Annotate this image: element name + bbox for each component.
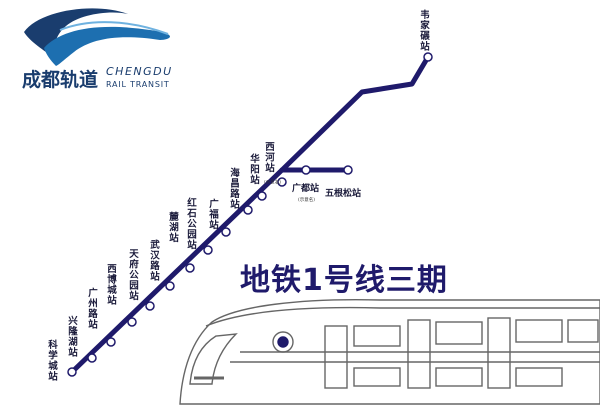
station-label[interactable]: 天府公园站 [129, 249, 139, 302]
station-label-guangdu[interactable]: 广都站 [292, 182, 319, 194]
logo-name-cn: 成都轨道 [22, 68, 98, 91]
station-dot[interactable] [67, 367, 77, 377]
line-1-route [69, 54, 431, 375]
station-dot[interactable] [257, 191, 267, 201]
station-label[interactable]: 西河站 [265, 142, 275, 174]
train-front-window [189, 333, 238, 385]
map-title: 地铁1号线三期 [240, 263, 448, 298]
branch-station-dot[interactable] [343, 165, 353, 175]
station-dot[interactable] [203, 245, 213, 255]
station-label[interactable]: 兴隆湖站 [68, 315, 78, 359]
train-door [487, 317, 511, 389]
train-window-low [515, 367, 563, 387]
station-dot[interactable] [423, 52, 433, 62]
train-door [324, 325, 348, 389]
station-dot[interactable] [87, 353, 97, 363]
train-window [435, 321, 483, 345]
station-note-guangdu: (示意名) [298, 196, 315, 203]
station-label[interactable]: 华阳站 [250, 153, 260, 186]
station-label[interactable]: 韦家碾站 [420, 9, 430, 53]
branch-station-dot[interactable] [301, 165, 311, 175]
train-window-low [353, 367, 401, 387]
station-label[interactable]: 麓湖站 [168, 211, 179, 244]
station-label[interactable]: 广福站 [208, 198, 219, 231]
train-body [179, 299, 600, 405]
station-label[interactable]: 广州路站 [87, 287, 98, 331]
logo-name-en-1: CHENGDU [106, 65, 173, 78]
train-window [567, 319, 599, 343]
station-label[interactable]: 西博城站 [107, 264, 117, 307]
train-window [353, 325, 401, 347]
station-label[interactable]: 武汉路站 [150, 239, 160, 283]
logo-swoosh-stroke [59, 21, 169, 35]
train-headlight-inner [277, 336, 289, 348]
station-markers [67, 52, 433, 377]
station-dot[interactable] [127, 317, 137, 327]
station-dot[interactable] [277, 177, 287, 187]
station-label[interactable]: 海昌路站 [230, 167, 240, 211]
logo-swoosh-light [44, 26, 170, 66]
train-window [515, 319, 563, 343]
train-illustration [179, 299, 600, 405]
train-roof [205, 306, 600, 327]
station-dot[interactable] [243, 205, 253, 215]
station-dot[interactable] [185, 263, 195, 273]
station-dot[interactable] [145, 301, 155, 311]
station-dot[interactable] [165, 281, 175, 291]
train-door [407, 319, 431, 389]
station-label[interactable]: 红石公园站 [186, 197, 197, 251]
logo-name-en-2: RAIL TRANSIT [106, 80, 170, 89]
station-label[interactable]: 科学城站 [48, 339, 58, 383]
station-dot[interactable] [106, 337, 116, 347]
station-dot[interactable] [221, 227, 231, 237]
station-note: (示意名) [264, 179, 281, 186]
chengdu-rail-logo [24, 8, 170, 66]
station-label-wugensong[interactable]: 五根松站 [325, 187, 361, 199]
train-window-low [435, 367, 483, 387]
